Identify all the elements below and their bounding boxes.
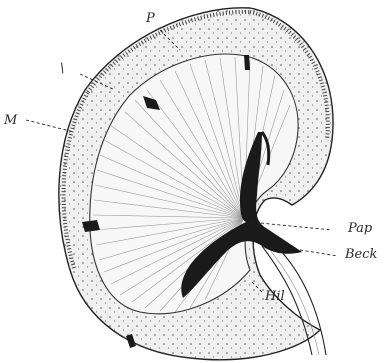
label-papilla: Pap: [347, 221, 373, 236]
label-pelvis: Beck: [344, 247, 378, 262]
label-top: P: [145, 11, 155, 26]
label-upper-left: \: [60, 61, 64, 76]
label-left: M: [3, 113, 18, 128]
label-hilum: Hil: [264, 289, 285, 304]
